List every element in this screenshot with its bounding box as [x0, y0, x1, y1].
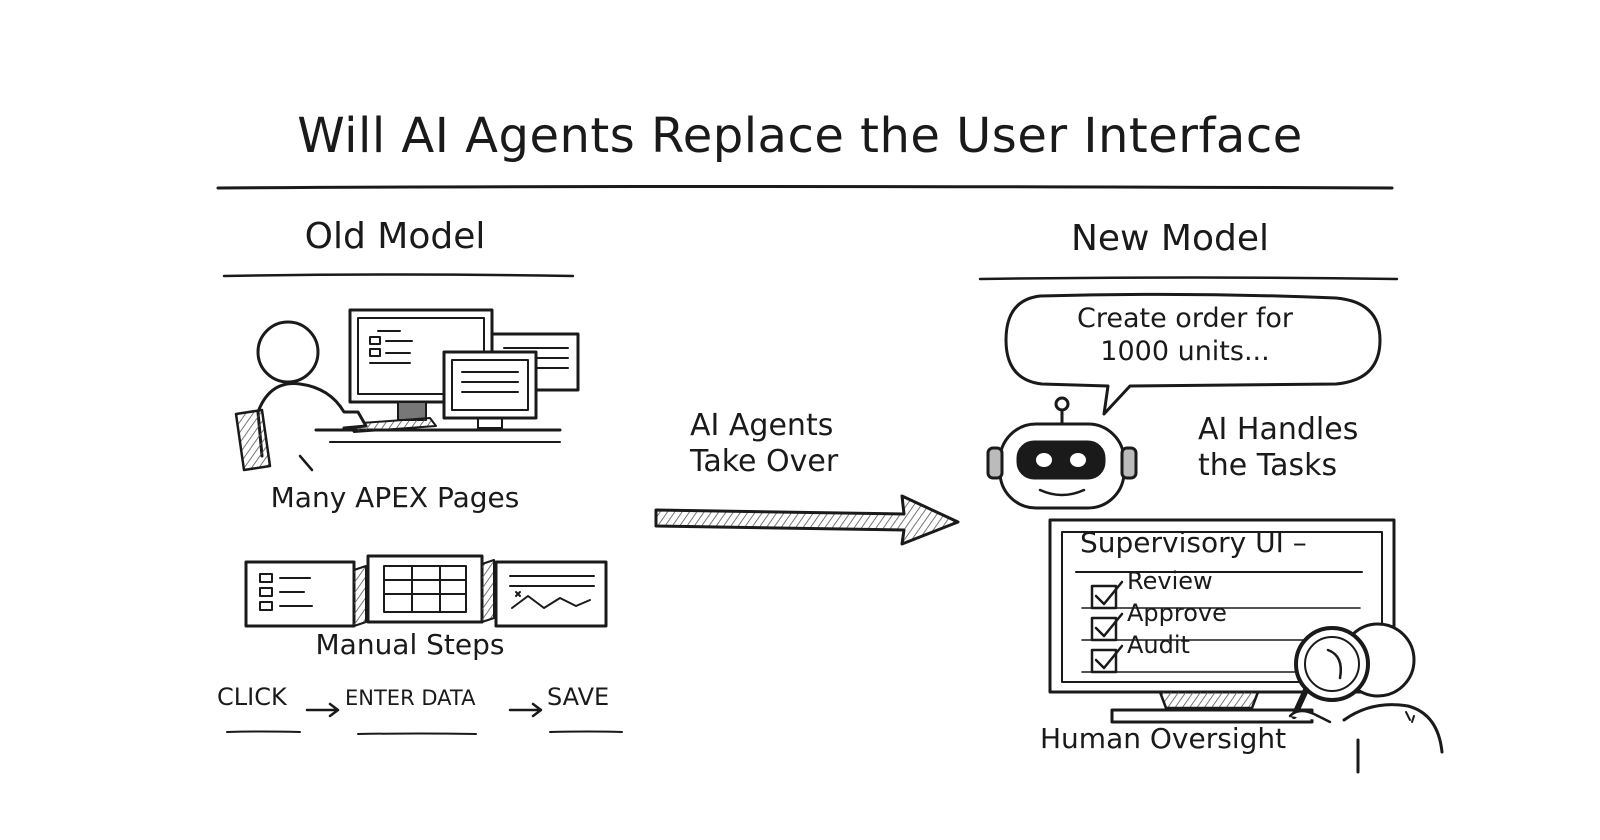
apex-page-list-icon [244, 560, 367, 628]
checkbox-checked-icon [1090, 580, 1124, 674]
magnifier-icon [1288, 622, 1444, 774]
handles-line-1: AI Handles [1198, 412, 1359, 447]
old-model-underline [222, 273, 575, 278]
transition-line-2: Take Over [690, 444, 839, 479]
checklist-approve: Approve [1127, 599, 1227, 627]
transition-label: AI Agents Take Over [690, 408, 870, 480]
speech-line-2: 1000 units... [1100, 336, 1270, 367]
title-underline [216, 185, 1394, 190]
flow-arrows [305, 702, 543, 718]
old-model-heading: Old Model [304, 216, 486, 257]
transition-line-1: AI Agents [690, 408, 834, 443]
checklist-review: Review [1127, 567, 1213, 595]
handles-line-2: the Tasks [1198, 448, 1338, 483]
ai-handles-label: AI Handles the Tasks [1198, 412, 1418, 484]
supervisory-ui-title: Supervisory UI – [1080, 526, 1307, 559]
flow-step-enter-data: ENTER DATA [345, 686, 476, 710]
speech-bubble-icon [1004, 292, 1382, 416]
many-pages-label: Many APEX Pages [270, 481, 520, 514]
checklist-audit: Audit [1127, 631, 1190, 659]
apex-page-chart-icon [494, 560, 608, 628]
robot-icon [986, 396, 1138, 510]
manual-steps-label: Manual Steps [315, 628, 505, 661]
apex-page-grid-icon [366, 554, 495, 624]
supervisory-ui-text: Supervisory UI [1080, 526, 1284, 559]
flow-step-click: CLICK [217, 683, 287, 711]
flow-step-save: SAVE [547, 683, 610, 711]
new-model-underline [978, 276, 1399, 281]
human-oversight-label: Human Oversight [1040, 722, 1287, 755]
page-title: Will AI Agents Replace the User Interfac… [297, 108, 1303, 164]
new-model-heading: New Model [1070, 218, 1270, 259]
arrow-right-icon [654, 494, 960, 546]
flow-underlines [226, 730, 623, 735]
person-at-computer-icon [234, 308, 580, 472]
speech-bubble-text: Create order for 1000 units... [1010, 302, 1360, 368]
speech-line-1: Create order for [1077, 303, 1293, 334]
